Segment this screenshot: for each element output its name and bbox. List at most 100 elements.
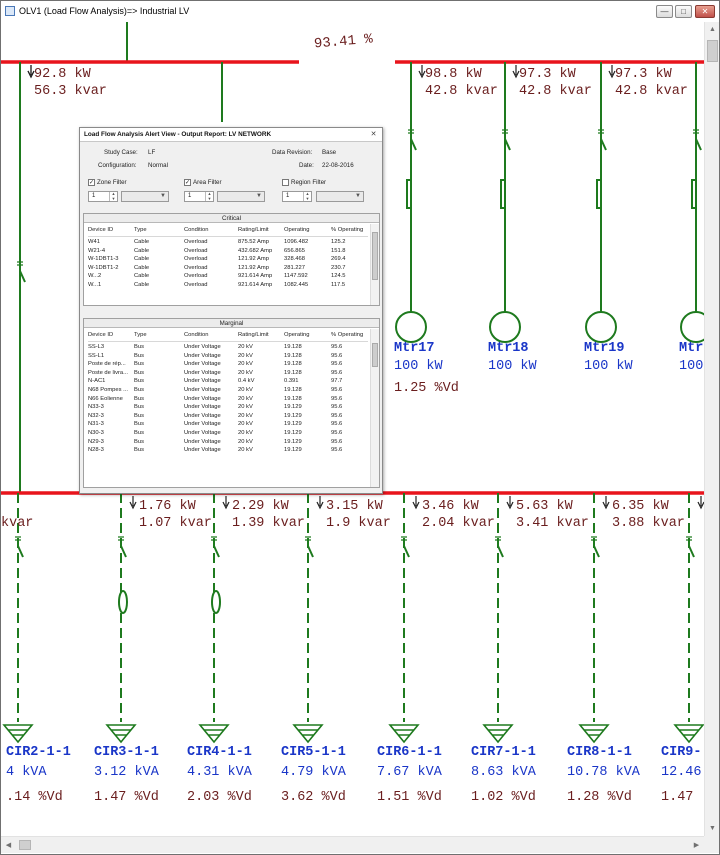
load-voltage-drop: 1.28 %Vd: [567, 790, 632, 805]
column-header[interactable]: Rating/Limit: [238, 227, 269, 233]
zone-spinner[interactable]: 1▲▼: [88, 191, 118, 202]
column-header[interactable]: % Operating: [331, 332, 364, 338]
column-header[interactable]: Operating: [284, 332, 310, 338]
column-header[interactable]: Type: [134, 332, 147, 338]
zone-filter-checkbox[interactable]: ✓: [88, 179, 95, 186]
load-name: CIR2-1-1: [6, 745, 71, 760]
marginal-scrollbar[interactable]: [370, 329, 379, 487]
table-cell: 19.128: [284, 386, 302, 393]
vertical-scrollbar[interactable]: ▲ ▼: [704, 22, 719, 836]
minimize-button[interactable]: —: [656, 5, 673, 18]
load-kvar-value: 2.04 kvar: [422, 516, 495, 531]
table-cell: 19.128: [284, 369, 302, 376]
column-header[interactable]: Rating/Limit: [238, 332, 269, 338]
scroll-thumb[interactable]: [372, 343, 378, 367]
load-voltage-drop: 1.47 %Vd: [94, 790, 159, 805]
table-cell: Under Voltage: [184, 361, 221, 368]
table-cell: Cable: [134, 247, 150, 254]
table-cell: SS-L1: [88, 352, 105, 359]
column-header[interactable]: Device ID: [88, 227, 114, 233]
alert-view-dialog[interactable]: Load Flow Analysis Alert View - Output R…: [79, 127, 383, 494]
scroll-down-icon[interactable]: ▼: [709, 825, 716, 832]
motor-flow-arrow: [418, 70, 426, 79]
critical-scrollbar[interactable]: [370, 224, 379, 305]
scroll-up-icon[interactable]: ▲: [709, 26, 716, 33]
vertical-scroll-thumb[interactable]: [707, 40, 718, 62]
region-filter-checkbox[interactable]: [282, 179, 289, 186]
load-kva: 10.78 kVA: [567, 765, 640, 780]
table-cell: Bus: [134, 344, 144, 350]
motor-rating: 100 kW: [394, 359, 443, 374]
load-symbol-lines: [204, 729, 224, 736]
scroll-right-icon[interactable]: ▶: [693, 842, 700, 849]
table-cell: Bus: [134, 361, 144, 368]
load-breaker-ticks: [305, 536, 311, 541]
close-button[interactable]: ✕: [695, 5, 715, 18]
region-combo[interactable]: ▼: [316, 191, 364, 202]
motor-rating: 100 kW: [584, 359, 633, 374]
table-cell: 95.6: [331, 361, 343, 368]
horizontal-scroll-thumb[interactable]: [19, 840, 31, 850]
area-combo[interactable]: ▼: [217, 191, 265, 202]
scroll-left-icon[interactable]: ◀: [5, 842, 12, 849]
area-filter-checkbox[interactable]: ✓: [184, 179, 191, 186]
column-header[interactable]: % Operating: [331, 227, 364, 233]
region-filter-label: Region Filter: [291, 179, 327, 186]
horizontal-scrollbar[interactable]: ◀ ▶: [1, 836, 704, 853]
table-cell: Bus: [134, 369, 144, 376]
column-header[interactable]: Type: [134, 227, 147, 233]
table-cell: Poste de livra...: [88, 369, 128, 376]
region-spinner[interactable]: 1 ▲▼: [282, 191, 312, 202]
region-value: 1: [286, 193, 290, 199]
table-cell: Bus: [134, 352, 144, 359]
motor-breaker-ticks: [408, 129, 414, 134]
column-header[interactable]: Condition: [184, 332, 209, 338]
spinner-arrows-icon[interactable]: ▲▼: [205, 191, 213, 201]
load-breaker-ticks: [118, 536, 124, 541]
table-cell: 95.6: [331, 386, 343, 393]
load-breaker: [497, 545, 504, 558]
table-cell: 19.129: [284, 447, 302, 454]
maximize-button[interactable]: □: [675, 5, 692, 18]
table-cell: 20 kV: [238, 421, 253, 428]
dialog-close-icon[interactable]: ✕: [370, 131, 377, 138]
spinner-arrows-icon[interactable]: ▲▼: [109, 191, 117, 201]
app-icon: [5, 6, 15, 16]
load-kvar-value: 1.07 kvar: [139, 516, 212, 531]
load-fuse-symbol: [211, 590, 221, 614]
motor-breaker: [695, 138, 702, 151]
load-flow-arrow: [412, 501, 420, 510]
column-header[interactable]: Condition: [184, 227, 209, 233]
column-header[interactable]: Operating: [284, 227, 310, 233]
feeder-kw-value: 97.3 kW: [519, 67, 576, 82]
scroll-thumb[interactable]: [372, 232, 378, 280]
zone-combo[interactable]: ▼: [121, 191, 169, 202]
column-header[interactable]: Device ID: [88, 332, 114, 338]
table-cell: 19.129: [284, 404, 302, 411]
table-cell: 20 kV: [238, 361, 253, 368]
area-spinner[interactable]: 1▲▼: [184, 191, 214, 202]
spinner-arrows-icon[interactable]: ▲▼: [303, 191, 311, 201]
